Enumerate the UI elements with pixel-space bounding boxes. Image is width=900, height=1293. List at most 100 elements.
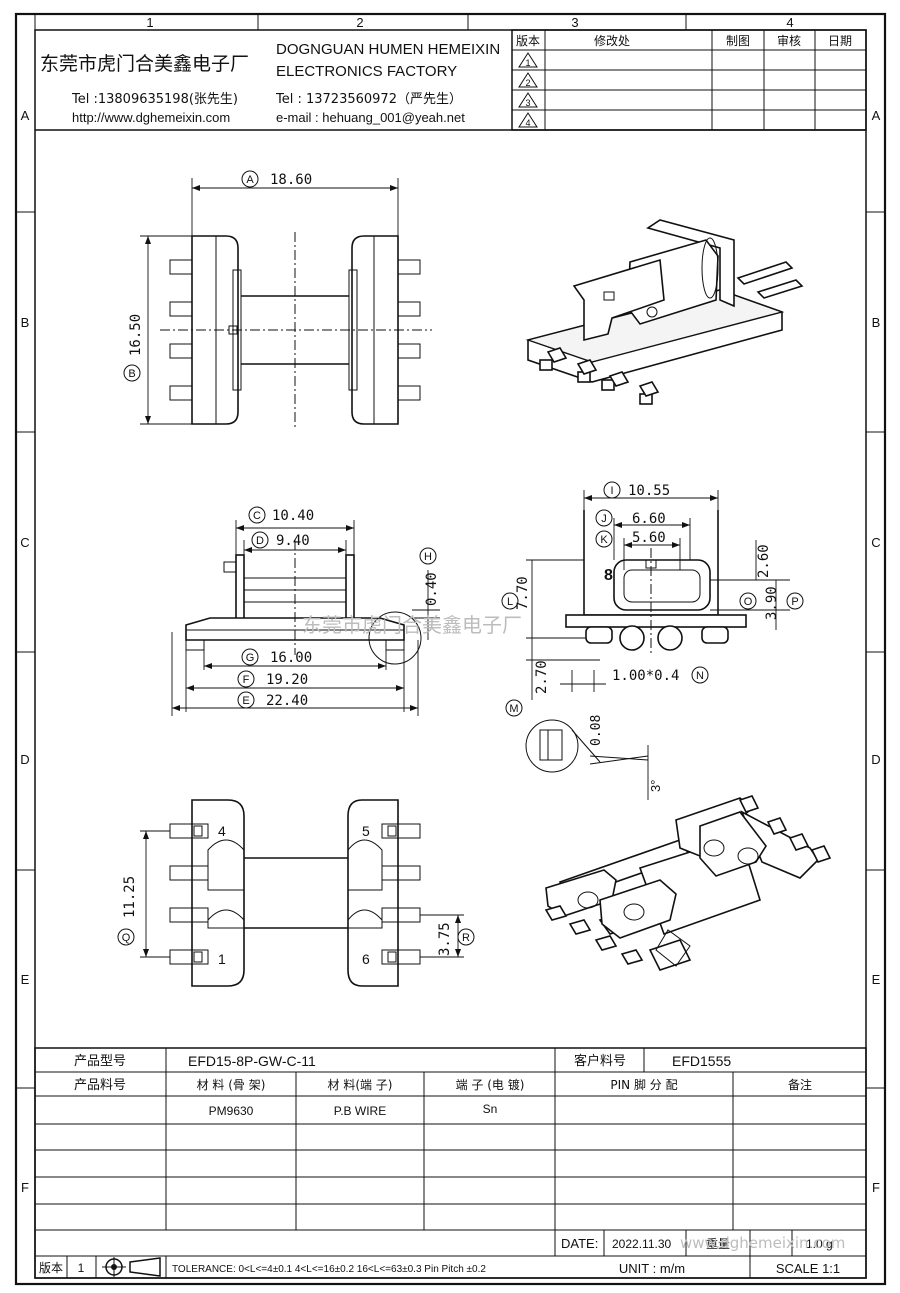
svg-text:J: J — [601, 513, 607, 525]
detail-gap-value: 0.08 — [589, 715, 604, 746]
svg-text:N: N — [696, 670, 704, 682]
dim-a-label: A 18.60 — [241, 170, 312, 188]
rev-row-2: 2 — [525, 78, 530, 88]
dim-e-label: E 22.40 — [237, 691, 308, 709]
company-tel-2: Tel : 13723560972（严先生） — [275, 92, 462, 107]
revision-table: 版本 修改处 制图 审核 日期 1 2 3 4 — [511, 29, 867, 131]
part-mark-8: 8 — [604, 567, 613, 584]
value-terminal-plating: Sn — [483, 1102, 498, 1116]
grid-row-e-right: E — [872, 972, 881, 987]
grid-row-c-right: C — [871, 535, 880, 550]
watermark-text: 东莞市虎门合美鑫电子厂 — [302, 613, 522, 637]
svg-text:I: I — [610, 485, 613, 497]
projection-symbol-icon — [102, 1257, 161, 1277]
grid-row-e-left: E — [21, 972, 30, 987]
dim-g-value: 16.00 — [270, 650, 312, 666]
dim-r-label: R 3.75 — [437, 922, 475, 956]
dim-l-label: L 7.70 — [501, 576, 531, 610]
rev-row-1: 1 — [525, 58, 530, 68]
company-name-cn: 东莞市虎门合美鑫电子厂 — [40, 53, 249, 75]
detail-angle-value: 3° — [648, 780, 663, 792]
pin-number-5: 5 — [362, 823, 370, 839]
grid-row-d-right: D — [871, 752, 880, 767]
dim-g-label: G 16.00 — [241, 648, 312, 666]
dim-b-value: 16.50 — [128, 314, 144, 356]
grid-row-b-left: B — [21, 315, 30, 330]
dim-c-label: C 10.40 — [248, 506, 314, 524]
company-tel-1: Tel :13809635198(张先生) — [71, 92, 238, 107]
footer-watermark: www.dghemeixin.com — [680, 1234, 845, 1252]
pin-number-6: 6 — [362, 951, 370, 967]
dim-o-value: 2.60 — [756, 544, 772, 578]
company-email: e-mail : hehuang_001@yeah.net — [276, 110, 465, 125]
value-date: 2022.11.30 — [612, 1237, 671, 1251]
title-block-text: 产品型号 EFD15-8P-GW-C-11 客户料号 EFD1555 产品料号 … — [39, 1053, 845, 1276]
value-material-bobbin: PM9630 — [209, 1104, 254, 1118]
grid-row-labels: A B C D E F A B C D E F — [20, 108, 880, 1195]
grid-row-d-left: D — [20, 752, 29, 767]
dim-i-label: I 10.55 — [603, 481, 670, 499]
header-material-terminal: 材 料(端 子) — [328, 1078, 393, 1092]
dim-b-label: B 16.50 — [123, 314, 144, 382]
svg-text:C: C — [253, 510, 261, 522]
dim-d-label: D 9.40 — [251, 531, 310, 549]
dim-f-label: F 19.20 — [237, 670, 308, 688]
svg-text:P: P — [791, 596, 798, 608]
bottom-view — [140, 799, 464, 987]
pin-number-1: 1 — [218, 951, 226, 967]
grid-row-f-right: F — [872, 1180, 880, 1195]
svg-text:A: A — [246, 174, 254, 186]
dim-h-value: 0.40 — [424, 572, 440, 606]
rev-row-4: 4 — [525, 118, 530, 128]
header-remarks: 备注 — [788, 1077, 812, 1092]
dim-p-value: 3.90 — [764, 586, 780, 620]
tolerance-note: TOLERANCE: 0<L<=4±0.1 4<L<=16±0.2 16<L<=… — [172, 1264, 486, 1275]
rev-header-checked: 审核 — [777, 33, 801, 48]
value-version: 1 — [78, 1261, 85, 1275]
label-customer-no: 客户料号 — [574, 1053, 626, 1069]
title-block — [34, 1047, 867, 1279]
header-terminal-plating: 端 子 (电 镀) — [456, 1078, 525, 1092]
dim-d-value: 9.40 — [276, 533, 310, 549]
svg-text:E: E — [242, 695, 249, 707]
svg-text:K: K — [600, 534, 608, 546]
isometric-view-top — [525, 219, 804, 405]
svg-text:G: G — [246, 652, 255, 664]
grid-row-c-left: C — [20, 535, 29, 550]
dim-n-value: 1.00*0.4 — [612, 668, 679, 684]
value-customer-no: EFD1555 — [672, 1053, 731, 1069]
dim-j-label: J 6.60 — [595, 509, 666, 527]
unit-note: UNIT : m/m — [619, 1261, 685, 1276]
dim-m-label: M 2.70 — [505, 660, 550, 717]
sheet-border — [14, 12, 887, 1286]
svg-text:D: D — [256, 535, 264, 547]
svg-text:M: M — [509, 703, 518, 715]
rev-header-version: 版本 — [516, 34, 540, 48]
grid-col-3: 3 — [571, 15, 578, 30]
label-product-model: 产品型号 — [74, 1054, 126, 1069]
rev-row-3: 3 — [525, 98, 530, 108]
label-date: DATE: — [561, 1236, 598, 1251]
top-view — [140, 178, 432, 430]
grid-col-4: 4 — [786, 15, 793, 30]
grid-column-labels: 1 2 3 4 — [146, 15, 793, 30]
svg-text:L: L — [507, 596, 513, 608]
grid-col-1: 1 — [146, 15, 153, 30]
label-weight: 重量 — [706, 1237, 730, 1251]
rev-header-change: 修改处 — [594, 33, 630, 48]
dim-q-value: 11.25 — [122, 876, 138, 918]
svg-text:O: O — [744, 596, 753, 608]
rev-header-date: 日期 — [828, 34, 852, 48]
value-product-model: EFD15-8P-GW-C-11 — [188, 1053, 316, 1069]
header-material-bobbin: 材 料 (骨 架) — [197, 1078, 266, 1092]
dim-r-value: 3.75 — [437, 922, 453, 956]
dim-n-label: 1.00*0.4 N — [612, 666, 709, 684]
isometric-view-bottom — [544, 795, 832, 971]
svg-text:Q: Q — [122, 932, 131, 944]
svg-text:H: H — [424, 551, 432, 563]
value-weight: 1.0 g — [806, 1237, 833, 1251]
grid-row-f-left: F — [21, 1180, 29, 1195]
grid-row-b-right: B — [872, 315, 881, 330]
company-name-en-line2: ELECTRONICS FACTORY — [276, 63, 457, 80]
